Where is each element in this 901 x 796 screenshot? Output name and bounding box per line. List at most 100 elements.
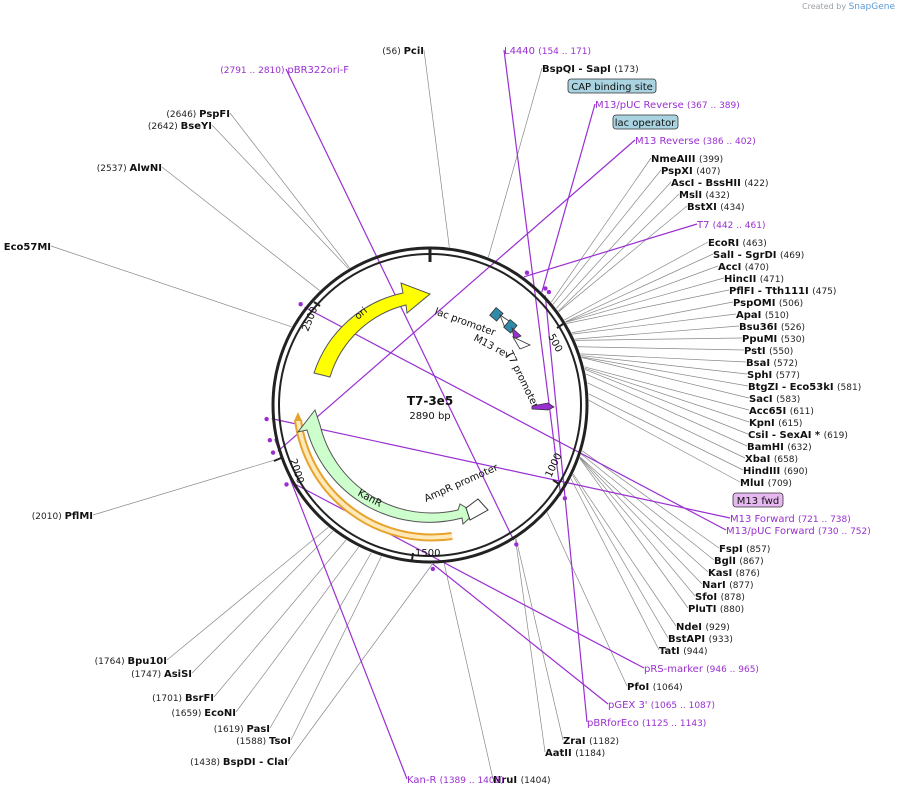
- enzyme-label-tsoi[interactable]: (1588) TsoI: [236, 736, 291, 747]
- enzyme-label-pspomi[interactable]: PspOMI (506): [733, 298, 803, 309]
- enzyme-label-nari[interactable]: NarI (877): [702, 580, 753, 591]
- primer-label-pbr322ori-f[interactable]: (2791 .. 2810) pBR322ori-F: [220, 65, 349, 76]
- enzyme-label-sali[interactable]: SalI - SgrDI (469): [713, 250, 804, 261]
- primer-label-m13-puc-forward[interactable]: M13/pUC Forward (730 .. 752): [726, 526, 871, 537]
- lac-promoter-label: lac promoter: [433, 306, 498, 339]
- enzyme-text-bsu36i: Bsu36I (526): [739, 322, 805, 333]
- enzyme-label-aatii[interactable]: AatII (1184): [545, 748, 605, 759]
- enzyme-label-bseyi[interactable]: (2642) BseYI: [148, 121, 212, 132]
- enzyme-label-pasi[interactable]: (1619) PasI: [214, 724, 270, 735]
- primer-label-t7[interactable]: T7 (442 .. 461): [696, 220, 765, 231]
- primer-site-pbr322ori-f[interactable]: [514, 542, 519, 547]
- enzyme-text-hincii: HincII (471): [724, 274, 784, 285]
- primer-label-m13-reverse[interactable]: M13 Reverse (386 .. 402): [635, 136, 756, 147]
- leader-pspfi: [229, 112, 350, 269]
- cap-site-mark[interactable]: [489, 307, 504, 322]
- primer-site-kan-r[interactable]: [267, 438, 273, 443]
- enzyme-label-acc65i[interactable]: Acc65I (611): [749, 406, 814, 417]
- enzyme-label-bgli[interactable]: BglI (867): [714, 556, 764, 567]
- primer-site-m13-puc-forward[interactable]: [298, 301, 303, 307]
- leader-hindiii: [588, 393, 744, 471]
- enzyme-label-acui[interactable]: (2404) AcuI - Eco57MI: [0, 242, 51, 253]
- enzyme-label-hincii[interactable]: HincII (471): [724, 274, 784, 285]
- primer-label-pgex-3[interactable]: pGEX 3' (1065 .. 1087): [608, 700, 715, 711]
- enzyme-label-bamhi[interactable]: BamHI (632): [747, 442, 812, 453]
- enzyme-text-nari: NarI (877): [702, 580, 753, 591]
- lac-operator-box[interactable]: lac operator: [612, 114, 679, 130]
- leader-bsrfi: [213, 539, 347, 698]
- leader-pflfi: [566, 289, 730, 324]
- enzyme-label-alwni[interactable]: (2537) AlwNI: [97, 163, 162, 174]
- enzyme-label-bsai[interactable]: BsaI (572): [746, 358, 798, 369]
- enzyme-label-asci[interactable]: AscI - BssHII (422): [671, 178, 768, 189]
- enzyme-label-msli[interactable]: MslI (432): [679, 190, 730, 201]
- tick-1000: [552, 479, 560, 485]
- enzyme-label-sphi[interactable]: SphI (577): [747, 370, 800, 381]
- m13-fwd-mark[interactable]: [531, 402, 555, 411]
- primer-site-m13-reverse[interactable]: [270, 450, 276, 455]
- enzyme-label-econi[interactable]: (1659) EcoNI: [171, 708, 236, 719]
- primer-label-kan-r[interactable]: Kan-R (1389 .. 1408): [407, 775, 504, 786]
- enzyme-label-apai[interactable]: ApaI (510): [736, 310, 789, 321]
- primer-site-m13-puc-reverse[interactable]: [543, 286, 548, 291]
- enzyme-label-pflfi[interactable]: PflFI - Tth111I (475): [729, 286, 836, 297]
- enzyme-label-fspi[interactable]: FspI (857): [719, 544, 770, 555]
- enzyme-label-bspqi[interactable]: BspQI - SapI (173): [542, 64, 639, 75]
- enzyme-label-pspfi[interactable]: (2646) PspFI: [166, 109, 230, 120]
- primer-label-l4440[interactable]: L4440 (154 .. 171): [504, 46, 591, 57]
- leader-tsoi: [290, 556, 382, 741]
- enzyme-label-csii[interactable]: CsiI - SexAI * (619): [748, 430, 848, 441]
- enzyme-label-nrui[interactable]: NruI (1404): [493, 775, 551, 786]
- enzyme-label-bpu10i[interactable]: (1764) Bpu10I: [95, 656, 167, 667]
- t7-promoter-arrow[interactable]: [512, 336, 532, 350]
- enzyme-label-asisi[interactable]: (1747) AsiSI: [131, 669, 192, 680]
- enzyme-text-nmeaiii: NmeAIII (399): [651, 154, 723, 165]
- enzyme-label-nmeaiii[interactable]: NmeAIII (399): [651, 154, 723, 165]
- primer-site-m13-forward[interactable]: [264, 416, 269, 422]
- primer-site-pgex-3[interactable]: [430, 566, 436, 572]
- enzyme-label-pflmi[interactable]: (2010) PflMI: [32, 511, 93, 522]
- primer-site-prs-marker[interactable]: [284, 482, 289, 487]
- primer-label-m13-forward[interactable]: M13 Forward (721 .. 738): [730, 514, 851, 525]
- enzyme-label-ndei[interactable]: NdeI (929): [676, 622, 730, 633]
- enzyme-label-tati[interactable]: TatI (944): [659, 646, 707, 657]
- enzyme-label-psti[interactable]: PstI (550): [744, 346, 793, 357]
- kanr-feature[interactable]: [296, 408, 476, 525]
- enzyme-label-acci[interactable]: AccI (470): [718, 262, 769, 273]
- primer-site-t7[interactable]: [524, 270, 530, 275]
- primer-label-prs-marker[interactable]: pRS-marker (946 .. 965): [644, 664, 759, 675]
- enzyme-text-fspi: FspI (857): [719, 544, 770, 555]
- enzyme-label-bsu36i[interactable]: Bsu36I (526): [739, 322, 805, 333]
- enzyme-label-ecori[interactable]: EcoRI (463): [708, 238, 767, 249]
- enzyme-label-pcii[interactable]: (56) PciI: [382, 46, 424, 57]
- enzyme-label-bstapi[interactable]: BstAPI (933): [668, 634, 733, 645]
- tick-500: [556, 323, 564, 329]
- enzyme-label-kasi[interactable]: KasI (876): [708, 568, 760, 579]
- enzyme-label-bspdi[interactable]: (1438) BspDI - ClaI: [190, 757, 288, 768]
- enzyme-label-zrai[interactable]: ZraI (1182): [563, 736, 619, 747]
- enzyme-label-saci[interactable]: SacI (583): [749, 394, 800, 405]
- cap-binding-site-box[interactable]: CAP binding site: [567, 78, 657, 94]
- m13-rev-mark[interactable]: [511, 326, 522, 340]
- enzyme-text-tati: TatI (944): [659, 646, 707, 657]
- ori-feature[interactable]: [313, 282, 431, 378]
- ampr-promoter-arrow[interactable]: [465, 498, 489, 521]
- enzyme-label-kpni[interactable]: KpnI (615): [749, 418, 802, 429]
- m13-fwd-box[interactable]: M13 fwd: [732, 492, 784, 508]
- enzyme-label-ppumi[interactable]: PpuMI (530): [742, 334, 805, 345]
- enzyme-label-hindiii[interactable]: HindIII (690): [743, 466, 808, 477]
- enzyme-label-pspxi[interactable]: PspXI (407): [661, 166, 720, 177]
- enzyme-label-sfoi[interactable]: SfoI (878): [695, 592, 745, 603]
- enzyme-label-xbai[interactable]: XbaI (658): [745, 454, 798, 465]
- leader-acc65i: [584, 366, 750, 411]
- enzyme-label-btgzi[interactable]: BtgZI - Eco53kI (581): [748, 382, 861, 393]
- enzyme-label-bsrfi[interactable]: (1701) BsrFI: [152, 693, 214, 704]
- enzyme-label-pluti[interactable]: PluTI (880): [688, 604, 744, 615]
- primer-label-pbrforeco[interactable]: pBRforEco (1125 .. 1143): [587, 718, 706, 729]
- enzyme-label-bstxi[interactable]: BstXI (434): [687, 202, 744, 213]
- primer-label-m13-puc-reverse[interactable]: M13/pUC Reverse (367 .. 389): [595, 100, 740, 111]
- enzyme-text-hindiii: HindIII (690): [743, 466, 808, 477]
- enzyme-label-mlui[interactable]: MluI (709): [740, 478, 792, 489]
- enzyme-label-pfoi[interactable]: PfoI (1064): [627, 682, 683, 693]
- primer-site-pbrforeco[interactable]: [546, 289, 552, 295]
